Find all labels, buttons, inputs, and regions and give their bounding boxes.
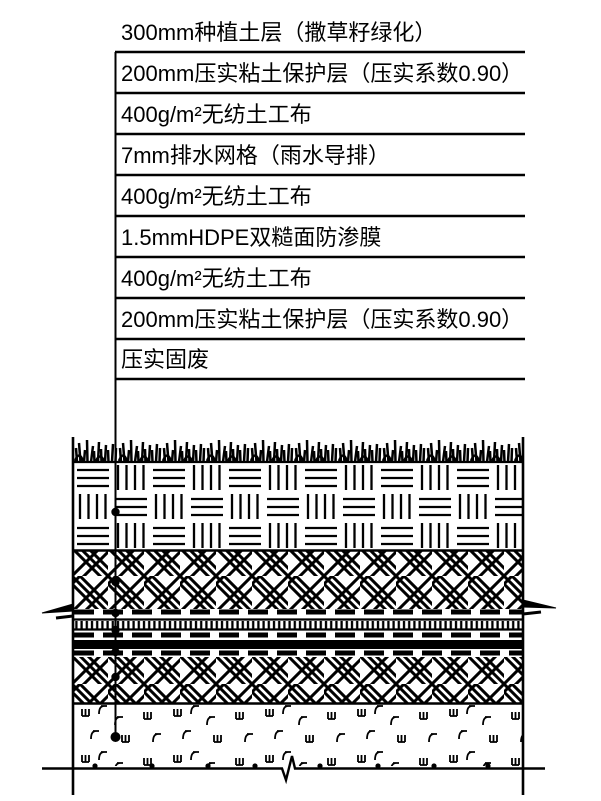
compacted-waste-band [74,704,522,769]
clay-lower-band [73,657,523,705]
grass-band [73,437,523,464]
left-edge-dart [41,603,74,620]
right-edge-dart [522,599,557,616]
layer-label-drainage-grid: 7mm排水网格（雨水导排） [121,143,390,168]
break-symbol [42,755,545,785]
layer-label-clay-upper: 200mm压实粘土保护层（压实系数0.90） [121,61,524,86]
layer-label-clay-lower: 200mm压实粘土保护层（压实系数0.90） [121,307,524,332]
layer-label-geotextile-upper: 400g/m²无纺土工布 [121,102,312,127]
planting-soil-band [73,463,523,552]
layer-label-geotextile-lower: 400g/m²无纺土工布 [121,266,312,291]
hdpe-membrane-band [74,640,522,649]
layer-label-compacted-waste: 压实固废 [121,347,210,372]
leader-line [110,52,121,742]
layer-label-planting-soil: 300mm种植土层（撒草籽绿化） [121,20,437,45]
layer-label-geotextile-middle: 400g/m²无纺土工布 [121,184,312,209]
layer-label-hdpe-membrane: 1.5mmHDPE双糙面防渗膜 [121,225,382,250]
bottom-boundary [42,755,545,785]
drainage-grid-band [74,618,522,631]
clay-upper-band [74,551,522,609]
callout-rules [115,50,525,381]
